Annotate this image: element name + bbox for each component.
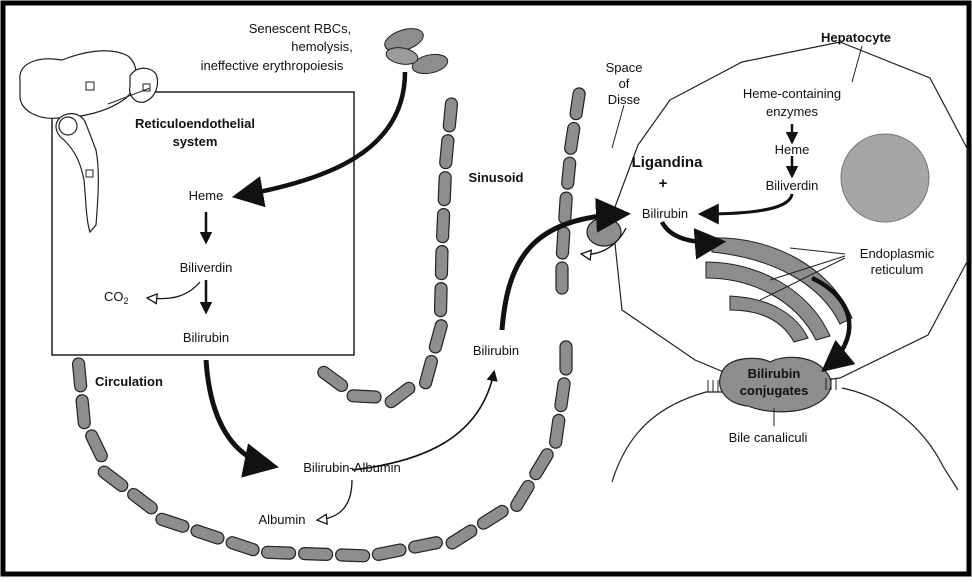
circulation-vessel-cell xyxy=(371,543,407,561)
label-heme-enzymes-1: Heme-containing xyxy=(743,86,841,101)
label-albumin: Albumin xyxy=(259,512,306,527)
nucleus xyxy=(841,134,929,222)
label-biliverdin-left: Biliverdin xyxy=(180,260,233,275)
circulation-vessel-cell xyxy=(549,414,566,449)
er-leader-1 xyxy=(790,248,845,254)
circulation-vessel-cell xyxy=(76,394,91,429)
circulation-vessel-cell xyxy=(298,547,332,560)
label-reticuloendothelial-2: system xyxy=(173,134,218,149)
arrow-albumin-release xyxy=(318,480,352,520)
sinusoid-wall-cell xyxy=(556,262,568,294)
sinusoid-wall-cell xyxy=(564,122,581,155)
label-sinusoid: Sinusoid xyxy=(469,170,524,185)
sinusoid-wall-cell xyxy=(561,157,576,190)
reticuloendothelial-box xyxy=(52,92,354,355)
label-heme-left: Heme xyxy=(189,188,224,203)
circulation-vessel-cell xyxy=(96,464,130,494)
circulation-vessel-cell xyxy=(335,549,369,562)
label-endoplasmic-1: Endoplasmic xyxy=(860,246,935,261)
sinusoid-wall-cell xyxy=(569,87,586,120)
circulation-vessel-cell xyxy=(475,503,510,531)
label-senescent-2: hemolysis, xyxy=(291,39,352,54)
label-plus: + xyxy=(659,175,668,192)
label-reticuloendothelial-1: Reticuloendothelial xyxy=(135,116,255,131)
sinusoid-vessel-cell xyxy=(439,134,454,169)
circulation-vessel-cell xyxy=(560,341,572,375)
circulation-vessel-cell xyxy=(408,536,444,554)
femur-head xyxy=(59,117,77,135)
senescent-rbcs xyxy=(382,24,450,76)
sinusoid-vessel-cell xyxy=(428,318,449,354)
arrow-bilirubin-to-er xyxy=(662,222,720,242)
label-space-of-disse-2: of xyxy=(619,76,630,91)
arrow-bilirubin-to-albumin xyxy=(206,360,272,466)
circulation-vessel-cell xyxy=(84,428,110,464)
circulation-vessel-cell xyxy=(225,535,261,557)
label-space-of-disse-1: Space xyxy=(606,60,643,75)
sinusoid-vessel-cell xyxy=(435,245,448,279)
sinusoid-wall-cell xyxy=(556,227,570,260)
circulation-vessel-cell xyxy=(554,377,571,412)
hepatocyte-leader xyxy=(852,46,862,82)
circulation-vessel-cell xyxy=(444,523,479,551)
label-hepatocyte: Hepatocyte xyxy=(821,30,891,45)
sinusoid-vessel-cell xyxy=(418,354,439,390)
sinusoid-vessel-cell xyxy=(347,390,382,404)
label-conjugates-2: conjugates xyxy=(740,383,809,398)
label-biliverdin-right: Biliverdin xyxy=(766,178,819,193)
sinusoid-vessel-cell xyxy=(434,282,447,316)
sinusoid-vessel-cell xyxy=(383,380,417,410)
label-bile-canaliculi: Bile canaliculi xyxy=(729,430,808,445)
sinusoid-vessel-cell xyxy=(315,364,350,394)
circulation-vessel-cell xyxy=(261,546,295,559)
sinusoid-vessel-cell xyxy=(436,208,449,242)
label-space-of-disse-3: Disse xyxy=(608,92,641,107)
label-conjugates-1: Bilirubin xyxy=(748,366,801,381)
circulation-vessel-cell xyxy=(509,478,537,513)
bone-marker xyxy=(86,170,93,177)
label-circulation: Circulation xyxy=(95,374,163,389)
label-bilirubin-albumin: Bilirubin-Albumin xyxy=(303,460,401,475)
sinusoid-vessel-cell xyxy=(438,171,451,205)
circulation-vessel-cell xyxy=(125,486,159,516)
circulation-vessel-cell xyxy=(189,523,225,545)
label-endoplasmic-2: reticulum xyxy=(871,262,924,277)
label-bilirubin-mid: Bilirubin xyxy=(473,343,519,358)
liver-marker xyxy=(86,82,94,90)
arrow-biliverdin-to-bilirubin-right xyxy=(702,194,792,214)
label-bilirubin-right: Bilirubin xyxy=(642,206,688,221)
label-senescent-3: ineffective erythropoiesis xyxy=(201,58,344,73)
circulation-vessel-cell xyxy=(72,357,87,392)
space-of-disse-leader xyxy=(612,105,624,148)
sinusoid-wall-cell xyxy=(558,192,572,225)
sinusoid-vessel-cell xyxy=(443,97,458,132)
label-co2-subscript: 2 xyxy=(124,296,129,306)
label-heme-right: Heme xyxy=(775,142,810,157)
label-ligandina: Ligandina xyxy=(632,154,703,171)
circulation-vessel-cell xyxy=(154,512,190,534)
label-bilirubin-left: Bilirubin xyxy=(183,330,229,345)
label-heme-enzymes-2: enzymes xyxy=(766,104,819,119)
label-senescent-1: Senescent RBCs, xyxy=(249,21,352,36)
circulation-vessel-cell xyxy=(528,447,556,482)
